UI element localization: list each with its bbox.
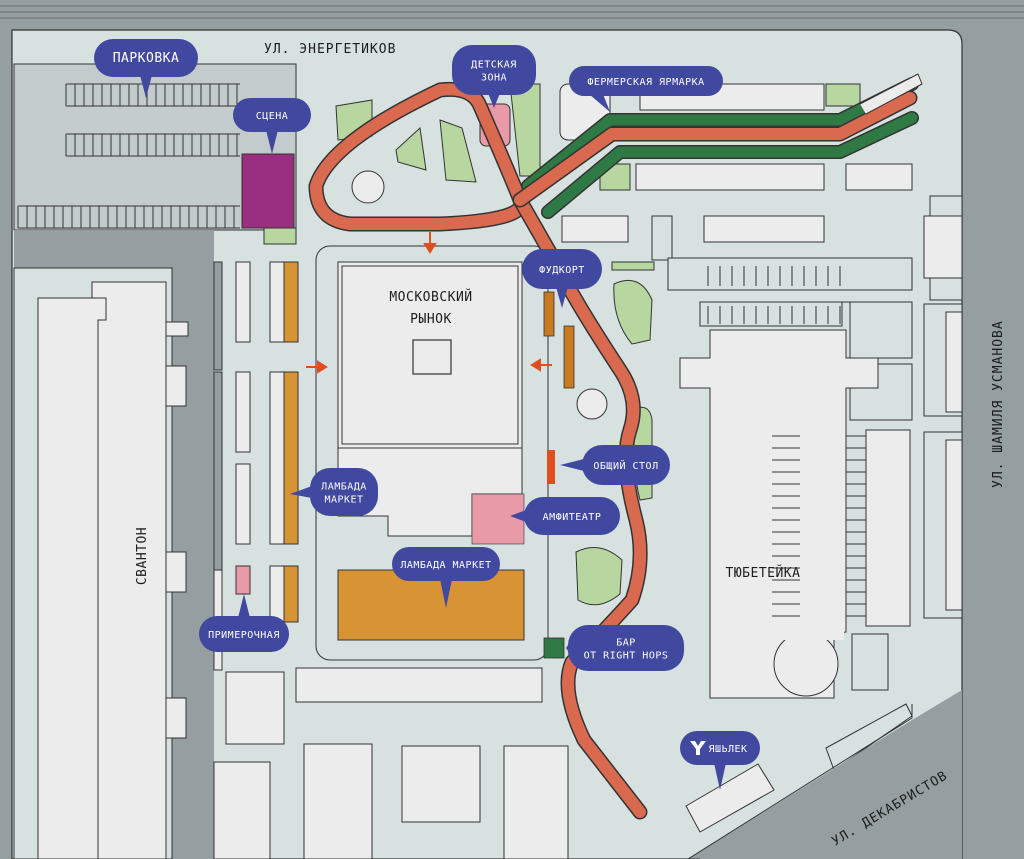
callout-text-food-court: ФУДКОРТ xyxy=(539,265,585,276)
callout-common-table: ОБЩИЙ СТОЛ xyxy=(560,445,670,485)
callout-text-yashlek: ЯШЬЛЕК xyxy=(708,744,747,755)
callout-text-fitting-room: ПРИМЕРОЧНАЯ xyxy=(208,630,280,641)
svanton-label: СВАНТОН xyxy=(135,527,150,585)
callouts: ПАРКОВКА СЦЕНА ДЕТСКАЯ ЗОНА ФЕРМЕРСКАЯ ЯРМАР… xyxy=(94,39,760,790)
street-usmanova: УЛ. ШАМИЛЯ УСМАНОВА xyxy=(991,320,1006,488)
food-court-stall-1 xyxy=(543,291,555,337)
callout-bubble xyxy=(94,39,198,77)
callout-text-lambada-big: ЛАМБАДА МАРКЕТ xyxy=(400,560,491,571)
lambada-market-area xyxy=(337,569,525,641)
callout-farmers-fair: ФЕРМЕРСКАЯ ЯРМАРКА xyxy=(569,66,723,112)
callout-tip xyxy=(488,93,500,108)
dekabristov-road xyxy=(688,690,962,859)
callout-bubble xyxy=(310,468,378,516)
callout-fitting-room: ПРИМЕРОЧНАЯ xyxy=(199,594,289,652)
callout-lambada-small: ЛАМБАДА МАРКЕТ xyxy=(290,468,378,516)
svanton-building: СВАНТОН xyxy=(13,267,189,859)
callout-bubble xyxy=(392,547,500,581)
tyubeteyka-parking xyxy=(707,266,866,617)
callout-bubble xyxy=(569,66,723,96)
common-table-marker xyxy=(547,450,555,484)
callout-bubble xyxy=(582,445,670,485)
top-road-lines xyxy=(0,5,1024,19)
entrance-arrow-left xyxy=(306,360,328,374)
tyubeteyka-label: ТЮБЕТЕЙКА xyxy=(726,565,801,581)
parking-row-2 xyxy=(66,133,240,157)
callout-stage: СЦЕНА xyxy=(233,98,311,154)
round-bench xyxy=(576,388,608,420)
callout-parking: ПАРКОВКА xyxy=(94,39,198,98)
street-energetikov: УЛ. ЭНЕРГЕТИКОВ xyxy=(264,42,396,57)
parking-lot xyxy=(13,63,297,231)
callout-text-lambada-small: ЛАМБАДА xyxy=(321,482,367,493)
callout-text-lambada-small: МАРКЕТ xyxy=(324,495,363,506)
east-parking xyxy=(667,257,913,421)
moscow-market-label-line1: МОСКОВСКИЙ xyxy=(389,289,472,305)
tyubeteyka-building: ТЮБЕТЕЙКА xyxy=(679,266,879,699)
entrance-arrow-right xyxy=(530,358,552,372)
entrance-arrows xyxy=(306,232,552,374)
callout-text-bar: OT RIGHT HOPS xyxy=(584,651,669,662)
walkway-paths xyxy=(308,73,923,820)
callout-bubble xyxy=(568,625,684,671)
stage-area xyxy=(241,153,295,229)
callout-tip xyxy=(440,579,452,608)
callout-text-parking: ПАРКОВКА xyxy=(113,51,180,66)
callout-bar: БАР OT RIGHT HOPS xyxy=(566,625,684,671)
callout-text-stage: СЦЕНА xyxy=(256,111,289,122)
callout-text-farmers-fair: ФЕРМЕРСКАЯ ЯРМАРКА xyxy=(587,77,704,88)
left-stalls xyxy=(213,261,299,671)
callout-tip xyxy=(556,287,568,308)
callout-tip xyxy=(238,594,250,618)
callout-text-amphitheatre: АМФИТЕАТР xyxy=(543,512,602,523)
parking-row-1 xyxy=(66,83,240,107)
callout-bubble xyxy=(680,731,760,765)
callout-yashlek: ЯШЬЛЕК xyxy=(680,731,760,790)
parking-stalls xyxy=(17,84,238,228)
callout-tip xyxy=(714,763,726,790)
callout-bubble xyxy=(452,45,536,95)
yashlek-logo-icon xyxy=(690,741,706,755)
callout-bubble xyxy=(524,497,620,535)
callout-tip xyxy=(140,75,152,98)
bottom-blocks xyxy=(213,667,913,859)
right-blocks xyxy=(851,195,963,691)
callout-tip xyxy=(560,459,584,471)
stage-step xyxy=(263,227,297,245)
callout-bubble xyxy=(233,98,311,132)
callout-tip xyxy=(266,130,278,154)
callout-tip xyxy=(290,486,312,498)
callout-lambada-big: ЛАМБАДА МАРКЕТ xyxy=(392,547,500,608)
callout-food-court: ФУДКОРТ xyxy=(522,249,602,308)
callout-text-kids-zone: ДЕТСКАЯ xyxy=(471,60,517,71)
moscow-market-label-line2: РЫНОК xyxy=(410,312,452,327)
callout-bubble xyxy=(522,249,602,289)
callout-kids-zone: ДЕТСКАЯ ЗОНА xyxy=(452,45,536,108)
amphitheatre-area xyxy=(471,493,525,545)
callout-tip xyxy=(589,94,610,112)
callout-bubble xyxy=(199,616,289,652)
callout-tip xyxy=(510,510,526,522)
callout-amphitheatre: АМФИТЕАТР xyxy=(510,497,620,535)
callout-text-kids-zone: ЗОНА xyxy=(481,73,507,84)
entrance-arrow-top xyxy=(423,232,437,254)
bar-right-hops xyxy=(543,637,565,659)
food-court-stall-2 xyxy=(563,325,575,389)
callout-text-bar: БАР xyxy=(616,638,636,649)
parking-row-3 xyxy=(18,205,240,229)
callout-text-common-table: ОБЩИЙ СТОЛ xyxy=(593,459,658,472)
